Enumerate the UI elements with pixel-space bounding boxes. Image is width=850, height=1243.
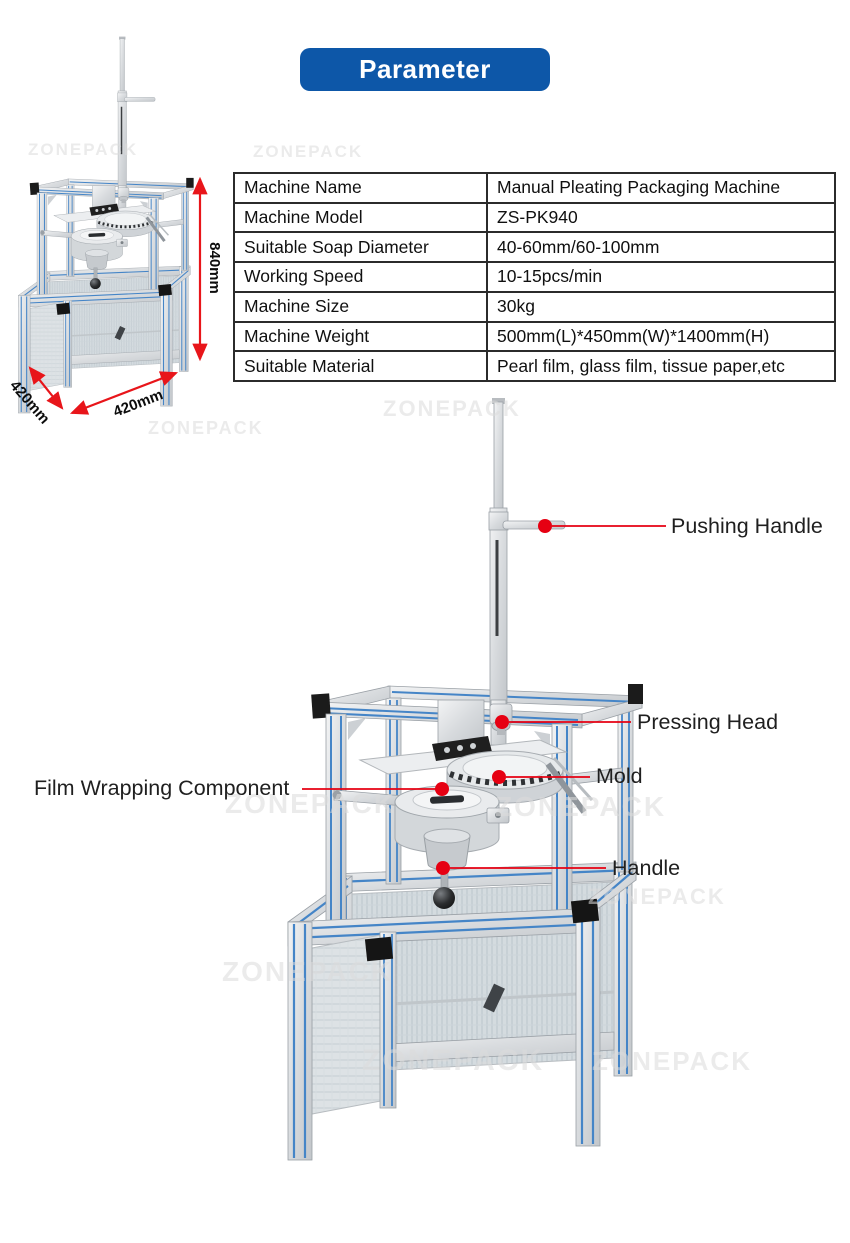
parameter-header: Parameter — [300, 48, 550, 91]
dimension-width-label: 420mm — [111, 386, 165, 420]
mold-marker — [492, 770, 506, 784]
spec-label: Machine Name — [233, 172, 488, 204]
dimension-height-label: 840mm — [206, 242, 223, 294]
machine-thumbnail — [16, 35, 196, 415]
spec-value: ZS-PK940 — [486, 201, 836, 234]
spec-label: Suitable Soap Diameter — [233, 231, 488, 264]
spec-value: Manual Pleating Packaging Machine — [486, 172, 836, 204]
spec-label: Machine Model — [233, 201, 488, 234]
pushing-handle-label: Pushing Handle — [671, 514, 823, 538]
spec-value: Pearl film, glass film, tissue paper,etc — [486, 350, 836, 382]
film-wrapping-label: Film Wrapping Component — [34, 776, 290, 800]
table-row: Machine Weight 500mm(L)*450mm(W)*1400mm(… — [233, 320, 836, 353]
spec-label: Suitable Material — [233, 350, 488, 382]
spec-table: Machine Name Manual Pleating Packaging M… — [233, 172, 836, 382]
pressing-head-label: Pressing Head — [637, 710, 779, 734]
spec-label: Machine Weight — [233, 320, 488, 353]
pushing-handle-marker — [538, 519, 552, 533]
spec-value: 10-15pcs/min — [486, 261, 836, 293]
spec-label: Machine Size — [233, 290, 488, 323]
spec-label: Working Speed — [233, 261, 488, 293]
table-row: Machine Size 30kg — [233, 290, 836, 323]
dimension-arrow-depth — [28, 366, 64, 410]
handle-marker — [436, 861, 450, 875]
handle-label: Handle — [612, 856, 681, 880]
table-row: Suitable Soap Diameter 40-60mm/60-100mm — [233, 231, 836, 264]
table-row: Machine Name Manual Pleating Packaging M… — [233, 172, 836, 204]
spec-value: 40-60mm/60-100mm — [486, 231, 836, 264]
pressing-head-marker — [495, 715, 509, 729]
table-row: Working Speed 10-15pcs/min — [233, 261, 836, 293]
table-row: Suitable Material Pearl film, glass film… — [233, 350, 836, 382]
film-wrapping-marker — [435, 782, 449, 796]
table-row: Machine Model ZS-PK940 — [233, 201, 836, 234]
spec-value: 500mm(L)*450mm(W)*1400mm(H) — [486, 320, 836, 353]
machine-illustration — [288, 398, 643, 1160]
mold-label: Mold — [596, 764, 643, 788]
spec-value: 30kg — [486, 290, 836, 323]
annotation-markers — [302, 519, 666, 875]
dimension-arrow-width — [69, 371, 179, 415]
